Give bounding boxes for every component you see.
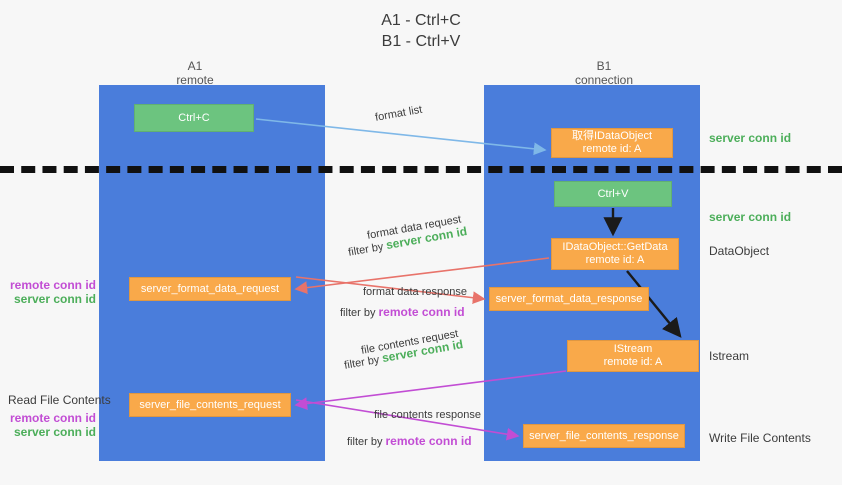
left-remote-conn-id-2: remote conn id — [9, 411, 96, 425]
lane-header-b1-name: B1 — [596, 59, 612, 73]
page-title: A1 - Ctrl+C B1 - Ctrl+V — [0, 10, 842, 52]
lane-header-b1-sub: connection — [574, 73, 634, 87]
node-getdata-subtitle: remote id: A — [585, 254, 645, 266]
remote-conn-id-2: remote conn id — [385, 434, 472, 448]
lane-header-a1-sub: remote — [176, 73, 214, 87]
right-label-write-file-contents: Write File Contents — [709, 431, 811, 445]
left-label-read-file-contents: Read File Contents — [8, 391, 278, 409]
node-server-file-contents-response[interactable]: server_file_contents_response — [523, 424, 685, 448]
left-label-conn-ids-top: remote conn id server conn id — [8, 278, 96, 306]
node-istream-subtitle: remote id: A — [603, 356, 663, 368]
node-ctrl-c-label: Ctrl+C — [178, 111, 210, 124]
node-server-format-data-response[interactable]: server_format_data_response — [489, 287, 649, 311]
left-label-conn-ids-bottom: remote conn id server conn id — [8, 411, 96, 439]
right-label-server-conn-id-top: server conn id — [709, 131, 792, 145]
edge-label-format-list: format list — [374, 103, 424, 124]
node-server-format-data-request[interactable]: server_format_data_request — [129, 277, 291, 301]
right-label-dataobject: DataObject — [709, 244, 770, 258]
edge-label-format-data-response-filter: filter by remote conn id — [340, 305, 465, 320]
node-istream[interactable]: IStream remote id: A — [567, 340, 699, 372]
lane-header-b1: B1 connection — [540, 59, 668, 87]
node-getdata-title: IDataObject::GetData — [562, 241, 668, 253]
title-line-1: A1 - Ctrl+C — [381, 12, 461, 29]
filter-prefix-4: filter by — [347, 436, 386, 448]
filter-prefix-1: filter by — [347, 240, 388, 259]
node-ctrl-c[interactable]: Ctrl+C — [134, 104, 254, 132]
left-server-conn-id-1: server conn id — [13, 292, 96, 306]
node-server-file-contents-request-label: server_file_contents_request — [139, 398, 281, 411]
node-istream-title: IStream — [613, 343, 653, 355]
right-label-istream: Istream — [709, 349, 750, 363]
left-remote-conn-id-1: remote conn id — [9, 278, 96, 292]
node-ctrl-v-label: Ctrl+V — [597, 187, 629, 200]
remote-conn-id-1: remote conn id — [378, 305, 465, 319]
node-idataobject-subtitle: remote id: A — [582, 143, 642, 155]
node-server-file-contents-response-label: server_file_contents_response — [529, 429, 679, 442]
node-idataobject[interactable]: 取得IDataObject remote id: A — [551, 128, 673, 158]
filter-prefix-2: filter by — [340, 307, 379, 319]
node-ctrl-v[interactable]: Ctrl+V — [554, 181, 672, 207]
right-label-server-conn-id-mid: server conn id — [709, 210, 792, 224]
node-server-format-data-request-label: server_format_data_request — [140, 282, 280, 295]
left-read-file-contents-text: Read File Contents — [8, 393, 111, 407]
node-server-format-data-response-label: server_format_data_response — [495, 292, 643, 305]
node-server-file-contents-request[interactable]: server_file_contents_request — [129, 393, 291, 417]
node-idataobject-getdata[interactable]: IDataObject::GetData remote id: A — [551, 238, 679, 270]
filter-prefix-3: filter by — [343, 353, 384, 372]
edge-label-file-contents-response: file contents response — [374, 409, 482, 421]
edge-label-file-contents-response-filter: filter by remote conn id — [347, 434, 472, 449]
lane-header-a1-name: A1 — [187, 59, 203, 73]
edge-label-format-data-response: format data response — [363, 286, 467, 298]
phase-divider — [0, 166, 842, 173]
title-line-2: B1 - Ctrl+V — [381, 33, 461, 50]
left-server-conn-id-2: server conn id — [13, 425, 96, 439]
lane-header-a1: A1 remote — [132, 59, 258, 87]
node-idataobject-title: 取得IDataObject — [571, 130, 653, 142]
